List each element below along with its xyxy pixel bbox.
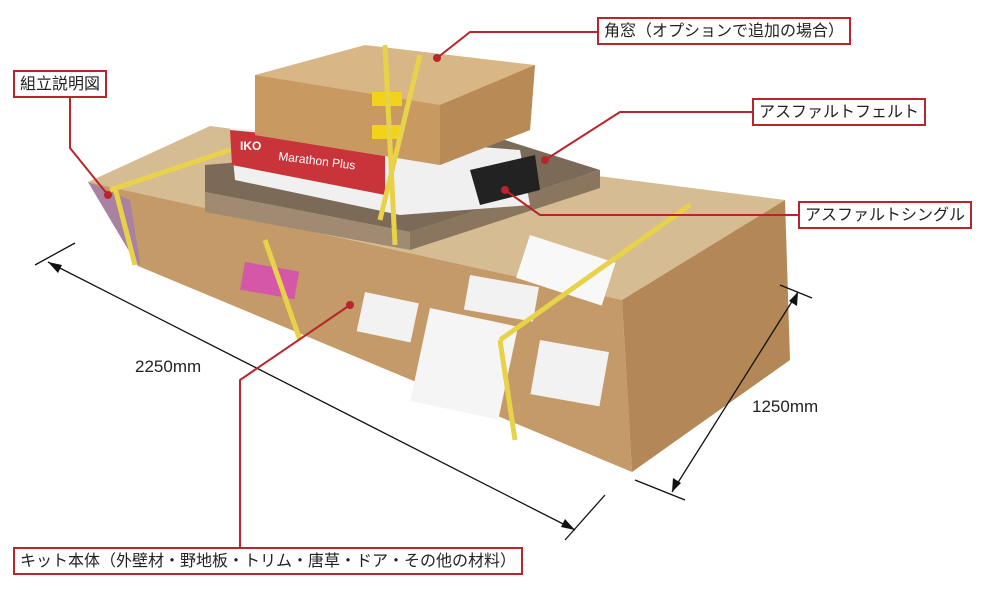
- callout-assembly-manual: 組立説明図: [13, 70, 108, 98]
- callout-corner-window: 角窓（オプションで追加の場合）: [597, 17, 852, 45]
- callout-dots: [104, 54, 549, 309]
- straps: [109, 147, 692, 441]
- brand-text: IKO: [240, 139, 261, 153]
- dimension-length-line: [34, 242, 606, 541]
- corner-window-crate: [255, 45, 535, 165]
- dimension-width-label: 1250mm: [752, 397, 819, 416]
- callout-asphalt-shingle: アスファルトシングル: [798, 201, 973, 229]
- crate-straps: [377, 44, 423, 246]
- callout-leaders: [69, 31, 798, 547]
- dimension-length-label: 2250mm: [135, 357, 202, 376]
- callout-kit-body: キット本体（外壁材・野地板・トリム・唐草・ドア・その他の材料）: [13, 547, 524, 575]
- dimension-width-line: [634, 284, 813, 501]
- callout-asphalt-felt: アスファルトフェルト: [752, 98, 927, 126]
